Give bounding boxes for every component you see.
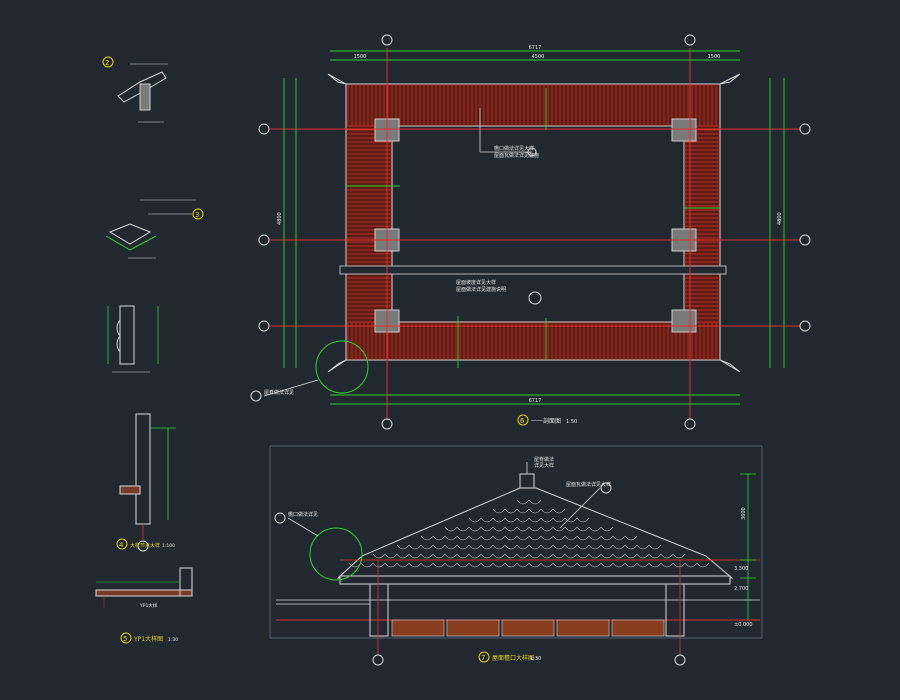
elevation-frame	[269, 445, 763, 639]
plan-overall-dim-top: 6717	[529, 45, 542, 51]
column-a2	[671, 118, 697, 142]
elevation-column-right	[665, 583, 685, 637]
eave-corners	[327, 73, 741, 373]
plan-scale: 1:50	[566, 419, 577, 425]
detail-bracket	[107, 305, 159, 373]
elevation-eave-callout	[309, 527, 363, 581]
detail-callout-circle	[315, 340, 369, 394]
roof-tile-pattern	[348, 499, 710, 568]
plan-title: 一一剖面图	[531, 417, 561, 425]
detail-3-number: 3	[195, 211, 199, 219]
plan-note-mid-2: 屋面做法详见建施说明	[456, 286, 506, 293]
detail-5-title: YP1大样图	[133, 635, 163, 643]
roof-inner-courtyard	[391, 125, 685, 323]
dimension-lines	[283, 50, 785, 405]
detail-5-number: 5	[123, 635, 127, 643]
roof-drain	[528, 291, 542, 305]
plan-note-mid: 屋面坡度详见大样	[456, 279, 496, 286]
plan-overall-dim-left: 4800	[277, 212, 283, 225]
axis-lines	[270, 48, 800, 420]
plan-callout-number: 6	[520, 417, 525, 425]
grid-bubbles	[258, 34, 811, 430]
elevation-ridge-note: 屋脊做法	[534, 456, 554, 463]
detail-4-scale: 1:100	[162, 543, 175, 549]
detail-5-scale: 1:30	[168, 637, 178, 643]
detail-2-number: 2	[105, 59, 109, 67]
ridge-cap	[519, 473, 535, 489]
elevation-callout-number: 7	[481, 654, 485, 662]
detail-5-label: YP1大样	[139, 602, 158, 609]
column-c2	[671, 309, 697, 333]
plan-note-top: 檐口做法详见大样	[494, 145, 534, 152]
plan-span-dim: 4500	[532, 54, 545, 60]
plan-side-dim-right: 1500	[708, 54, 721, 60]
plan-overall-dim-bottom: 6717	[529, 398, 542, 404]
plan-callout-note: 屋脊做法详见	[264, 389, 294, 396]
elevation-dim-total: 3600	[741, 507, 747, 520]
elevation-scale: 1:30	[530, 656, 541, 662]
wood-benches	[391, 619, 665, 637]
roof-elevation: 3600 3.300 2.700 ±0.000 檐口做法详见 屋面瓦做法详见大样…	[269, 445, 763, 666]
elevation-roof-note: 屋面瓦做法详见大样	[566, 481, 611, 488]
plan-note-top-2: 屋面瓦做法详见建施	[494, 152, 539, 159]
detail-5-yp1: YP1大样 5 YP1大样图 1:30	[95, 567, 193, 644]
detail-4-section: 4 大样节点大样 1:100	[116, 413, 176, 552]
elevation-level-1: 3.300	[734, 566, 748, 572]
elevation-eave-note: 檐口做法详见	[288, 511, 318, 518]
elevation-title: 屋面檐口大样图	[492, 654, 534, 662]
eave-beam	[339, 575, 731, 585]
elevation-level-2: 2.700	[734, 586, 748, 592]
elevation-ridge-note-2: 详见大样	[534, 462, 554, 469]
detail-4-number: 4	[119, 541, 124, 549]
detail-4-title: 大样节点大样	[130, 542, 160, 549]
section-cut-band	[339, 265, 727, 275]
detail-3-hip: 3	[105, 199, 204, 259]
elevation-level-ground: ±0.000	[734, 622, 753, 628]
plan-side-dim-left: 1500	[354, 54, 367, 60]
roof-plan: 檐口做法详见大样 屋面瓦做法详见建施 屋面坡度详见大样 屋面做法详见建施说明 6…	[250, 34, 811, 430]
plan-overall-dim-right: 4800	[777, 212, 783, 225]
detail-2-ridge: 2	[102, 56, 168, 123]
roof-profile	[336, 487, 734, 579]
elevation-column-left	[369, 583, 389, 637]
